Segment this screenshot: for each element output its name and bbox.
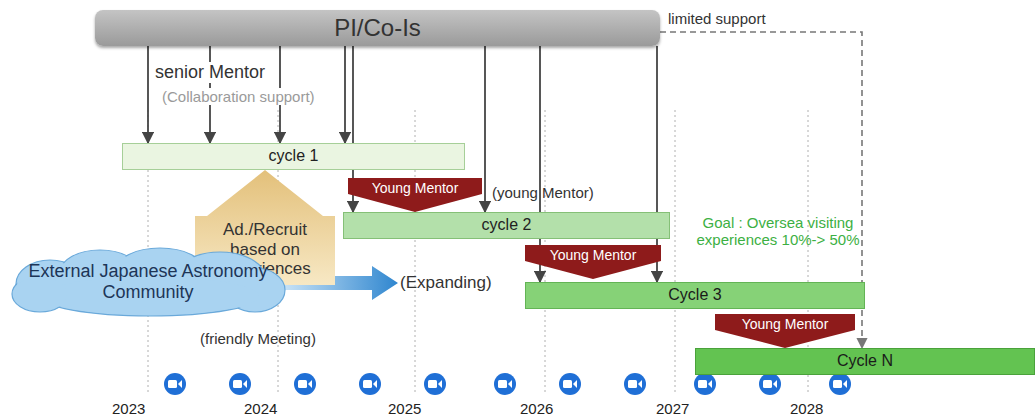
node-label: cycle 2 bbox=[482, 216, 532, 234]
mentor-label: senior Mentor bbox=[153, 62, 267, 83]
mentor-banner: Young Mentor bbox=[715, 314, 855, 348]
cycle-bar: Cycle N bbox=[695, 348, 1035, 375]
note-label: (Collaboration support) bbox=[160, 88, 317, 105]
node-label: Young Mentor bbox=[550, 247, 637, 263]
expanding-label: (Expanding) bbox=[400, 273, 492, 293]
meeting-label: (friendly Meeting) bbox=[200, 330, 316, 347]
node-label: cycle 1 bbox=[269, 147, 319, 165]
meeting-icons bbox=[164, 373, 851, 395]
node-label: PI/Co-Is bbox=[334, 14, 421, 42]
node-label: External Japanese Astronomy Community bbox=[23, 261, 273, 302]
node-label: Young Mentor bbox=[372, 180, 459, 196]
arrow-connector bbox=[147, 46, 149, 143]
note-label: limited support bbox=[668, 10, 766, 27]
cycle-bar: cycle 1 bbox=[122, 143, 465, 170]
cycle-bar: Cycle 3 bbox=[525, 282, 865, 309]
arrow-connector bbox=[484, 46, 486, 212]
node-label: Young Mentor bbox=[742, 316, 829, 332]
node-label: Cycle N bbox=[837, 352, 893, 370]
year-label: 2025 bbox=[388, 400, 421, 417]
mentor-banner: Young Mentor bbox=[525, 245, 661, 279]
mentor-banner: Young Mentor bbox=[348, 178, 482, 212]
cycle-bar: cycle 2 bbox=[343, 212, 670, 239]
arrow-connector bbox=[344, 46, 346, 143]
year-label: 2024 bbox=[244, 400, 277, 417]
year-label: 2028 bbox=[790, 400, 823, 417]
goal-label: Goal : Oversea visiting experiences 10%-… bbox=[688, 214, 868, 249]
mentor-label: (young Mentor) bbox=[492, 184, 594, 201]
community-cloud: External Japanese Astronomy Community bbox=[10, 248, 286, 316]
year-label: 2027 bbox=[656, 400, 689, 417]
year-label: 2026 bbox=[520, 400, 553, 417]
pi-bar: PI/Co-Is bbox=[95, 10, 660, 46]
node-label: Cycle 3 bbox=[668, 286, 721, 304]
year-label: 2023 bbox=[112, 400, 145, 417]
